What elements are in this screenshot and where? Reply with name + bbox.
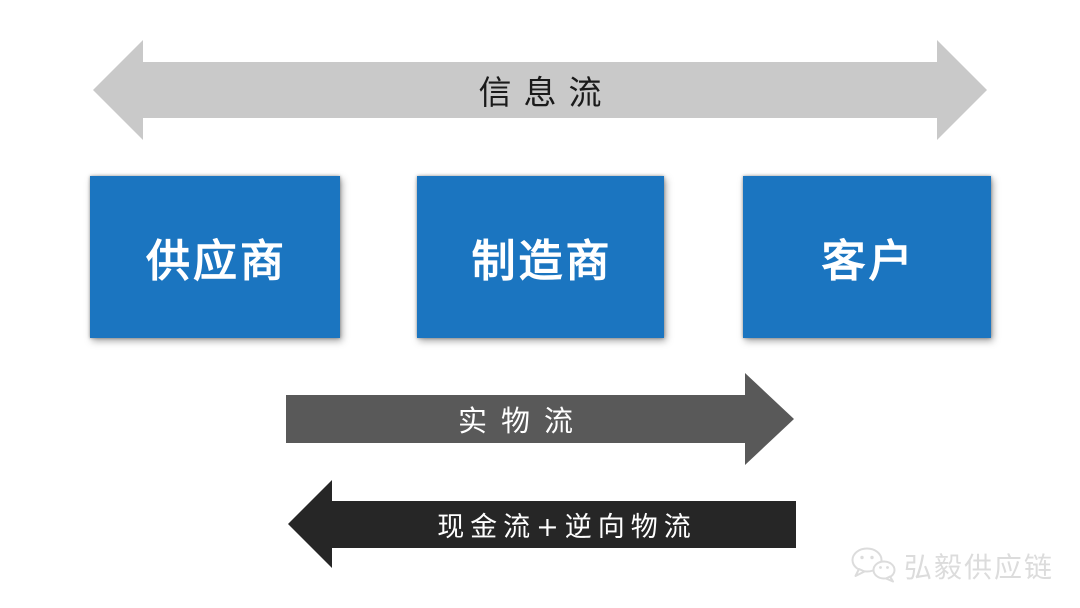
node-manufacturer: 制造商 [417, 176, 664, 338]
watermark-brand-text: 弘毅供应链 [904, 551, 1055, 584]
cash-flow-label: 现金流+逆向物流 [437, 511, 697, 543]
information-flow-label: 信息流 [478, 73, 614, 112]
watermark: 弘毅供应链 [850, 546, 1054, 586]
cash-flow-arrow [288, 480, 796, 568]
physical-flow-arrow [286, 373, 794, 465]
information-flow-double-arrow [93, 40, 987, 140]
physical-flow-label: 实物流 [457, 404, 587, 438]
wechat-icon [850, 547, 896, 585]
node-supplier: 供应商 [90, 176, 340, 338]
node-customer: 客户 [743, 176, 991, 338]
